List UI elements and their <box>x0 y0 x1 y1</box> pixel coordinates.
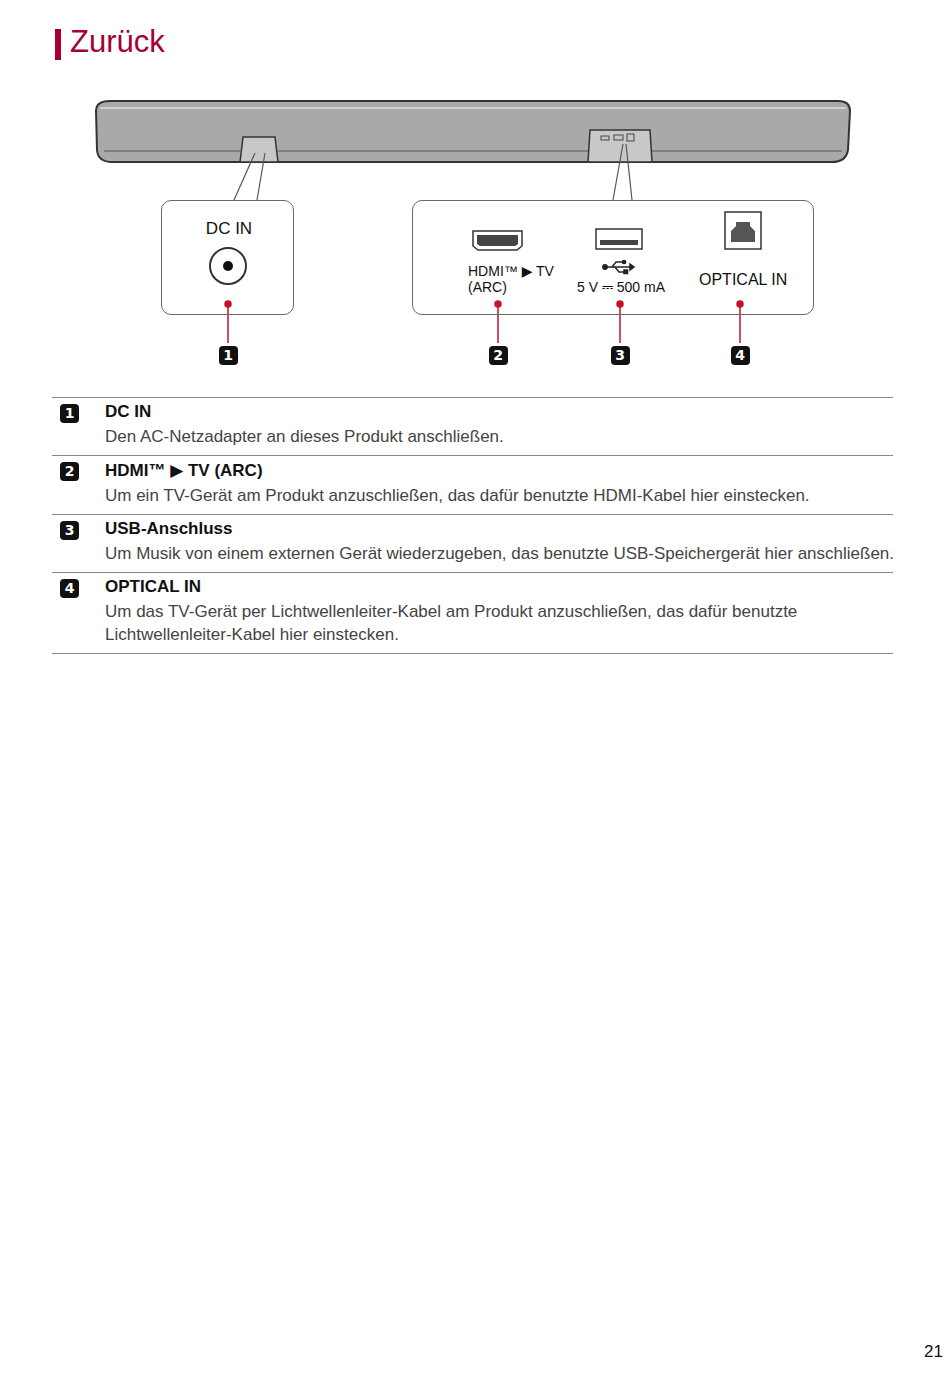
row-heading: USB-Anschluss <box>105 519 233 539</box>
row-description: Um ein TV-Gerät am Produkt anzuschließen… <box>105 484 895 507</box>
table-rule <box>52 514 893 515</box>
table-rule <box>52 455 893 456</box>
soundbar <box>96 101 850 162</box>
callout-number: 4 <box>60 579 79 598</box>
callout-number: 1 <box>219 346 238 365</box>
port-label: OPTICAL IN <box>699 271 787 289</box>
table-rule <box>52 653 893 654</box>
hdmi-icon <box>473 231 522 250</box>
page-number: 21 <box>924 1342 943 1362</box>
optical-port-icon <box>725 212 761 249</box>
row-description: Den AC-Netzadapter an dieses Produkt ans… <box>105 425 895 448</box>
table-rule <box>52 397 893 398</box>
port-label: HDMI™ ▶ TV (ARC) <box>468 263 568 295</box>
row-heading: OPTICAL IN <box>105 577 201 597</box>
callout-number: 2 <box>489 346 508 365</box>
row-description: Um das TV-Gerät per Lichtwellenleiter-Ka… <box>105 600 895 646</box>
connector-panel: DC IN <box>161 200 294 315</box>
port-label: 5 V ⎓ 500 mA <box>577 279 665 295</box>
connector-panel: HDMI™ ▶ TV (ARC) 5 V ⎓ 500 mA OPTICAL IN <box>412 200 814 315</box>
panel-leader <box>234 144 632 200</box>
port-label: DC IN <box>206 219 252 239</box>
usb-symbol <box>603 260 634 273</box>
callout-number: 3 <box>611 346 630 365</box>
callout-number: 3 <box>60 521 79 540</box>
row-description: Um Musik von einem externen Gerät wieder… <box>105 542 895 565</box>
page-title: Zurück <box>70 24 165 60</box>
title-bar <box>55 29 61 60</box>
table-rule <box>52 572 893 573</box>
callout-leader <box>225 301 743 343</box>
dc-jack-icon <box>210 248 246 284</box>
callout-number: 1 <box>60 404 79 423</box>
row-heading: HDMI™ ▶ TV (ARC) <box>105 460 263 481</box>
row-heading: DC IN <box>105 402 151 422</box>
callout-number: 2 <box>60 462 79 481</box>
usb-port-icon <box>596 229 642 249</box>
callout-number: 4 <box>731 346 750 365</box>
